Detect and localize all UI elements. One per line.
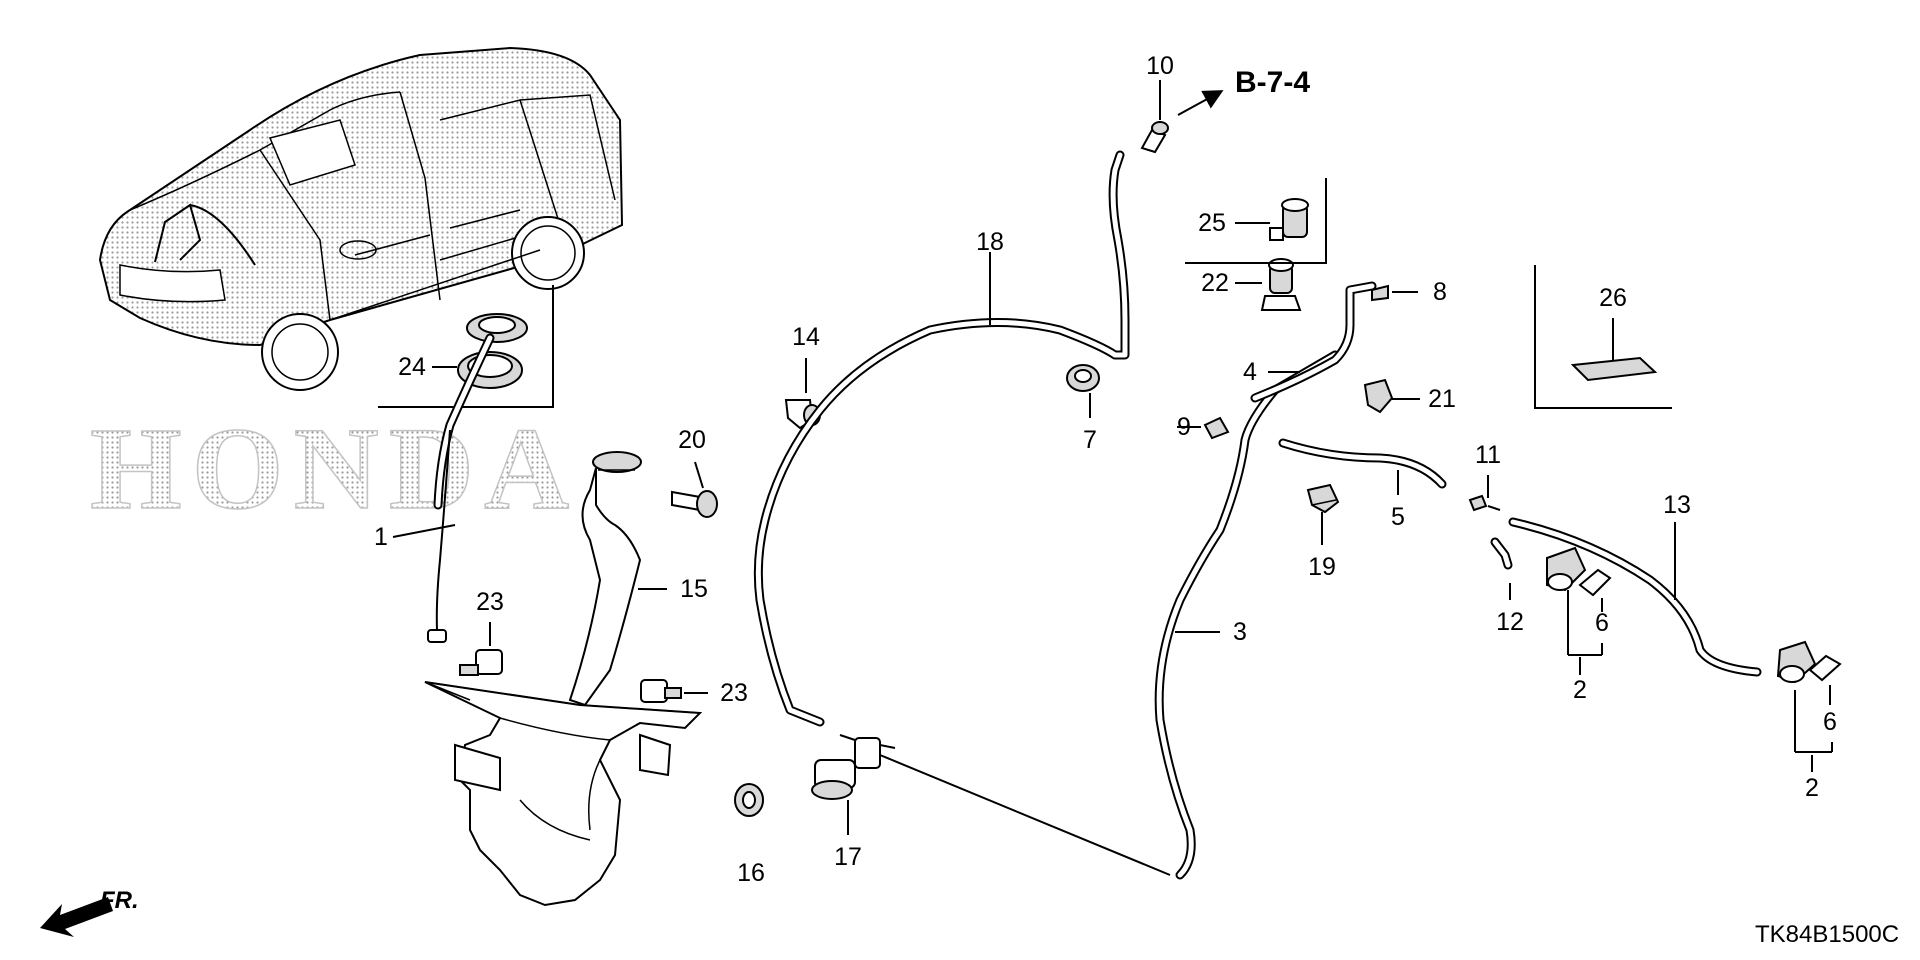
part-2-nozzle-b bbox=[1776, 640, 1817, 684]
part-label-2b: 2 bbox=[1805, 774, 1819, 802]
part-label-13: 13 bbox=[1663, 491, 1691, 519]
part-4-hose bbox=[1250, 281, 1377, 403]
part-label-15: 15 bbox=[680, 575, 708, 603]
part-label-17: 17 bbox=[834, 843, 862, 871]
front-label: FR. bbox=[100, 887, 139, 914]
part-2-nozzle-a bbox=[1546, 546, 1587, 592]
vehicle-bracket-line bbox=[378, 285, 554, 408]
part-label-2a: 2 bbox=[1573, 676, 1587, 704]
part-3-hose bbox=[1154, 350, 1340, 880]
part-5-hose bbox=[1278, 438, 1447, 489]
part-label-22: 22 bbox=[1201, 269, 1229, 297]
part-8-joint bbox=[1371, 284, 1389, 302]
part-label-21: 21 bbox=[1428, 385, 1456, 413]
part-label-4: 4 bbox=[1243, 358, 1257, 386]
part-label-6b: 6 bbox=[1823, 708, 1837, 736]
part-19-clip bbox=[1306, 483, 1340, 514]
part-label-12: 12 bbox=[1496, 608, 1524, 636]
part-11-joint bbox=[1468, 494, 1501, 512]
part-label-1: 1 bbox=[374, 523, 388, 551]
vehicle-overview-illustration bbox=[98, 46, 624, 391]
part-label-5: 5 bbox=[1391, 503, 1405, 531]
part-18-hose bbox=[753, 150, 1130, 727]
front-direction-indicator: FR. bbox=[40, 887, 139, 937]
part-23-pump-left bbox=[459, 649, 503, 676]
part-23-pump-right bbox=[640, 679, 682, 703]
part-22-valve bbox=[1260, 258, 1302, 311]
part-label-8: 8 bbox=[1433, 278, 1447, 306]
part-label-20: 20 bbox=[678, 426, 706, 454]
part-label-23-right: 23 bbox=[720, 679, 748, 707]
part-label-24: 24 bbox=[398, 353, 426, 381]
part-16-grommet bbox=[734, 783, 764, 817]
washer-reservoir-tank bbox=[424, 681, 703, 907]
part-label-10: 10 bbox=[1146, 52, 1174, 80]
part-10-joint bbox=[1140, 121, 1169, 154]
part-9-joint bbox=[1203, 416, 1230, 440]
part-21-clamp bbox=[1363, 378, 1394, 414]
part-1-level-sensor bbox=[427, 313, 528, 643]
part-label-11: 11 bbox=[1475, 441, 1501, 469]
part-label-14: 14 bbox=[792, 323, 820, 351]
part-17-washer-pump bbox=[811, 734, 896, 800]
part-label-18: 18 bbox=[976, 228, 1004, 256]
part-label-25: 25 bbox=[1198, 209, 1226, 237]
part-label-26: 26 bbox=[1599, 284, 1627, 312]
part-6-seal-b bbox=[1808, 654, 1842, 682]
part-6-seal-a bbox=[1578, 568, 1612, 597]
part-25-valve bbox=[1269, 198, 1309, 241]
part-26-pad bbox=[1570, 356, 1658, 382]
part-label-16: 16 bbox=[737, 859, 765, 887]
part-20-clip bbox=[671, 490, 718, 518]
part-label-9: 9 bbox=[1177, 413, 1191, 441]
part-15-filler-neck bbox=[568, 451, 642, 707]
part-7-grommet bbox=[1066, 364, 1100, 392]
ref-code-b-7-4: B-7-4 bbox=[1235, 66, 1310, 99]
part-12-hose-piece bbox=[1490, 537, 1513, 570]
part-label-3: 3 bbox=[1233, 618, 1247, 646]
ref-arrow bbox=[1177, 90, 1224, 116]
part-label-6a: 6 bbox=[1595, 609, 1609, 637]
brand-watermark: HONDA bbox=[90, 403, 579, 534]
drawing-code: TK84B1500C bbox=[1755, 921, 1899, 948]
part-26-bracket-line bbox=[1534, 265, 1672, 409]
part-label-19: 19 bbox=[1308, 553, 1336, 581]
part-13-hose bbox=[1508, 517, 1762, 677]
part-25-bracket-line bbox=[1185, 178, 1327, 264]
part-label-7: 7 bbox=[1083, 426, 1097, 454]
part-label-23-left: 23 bbox=[476, 588, 504, 616]
